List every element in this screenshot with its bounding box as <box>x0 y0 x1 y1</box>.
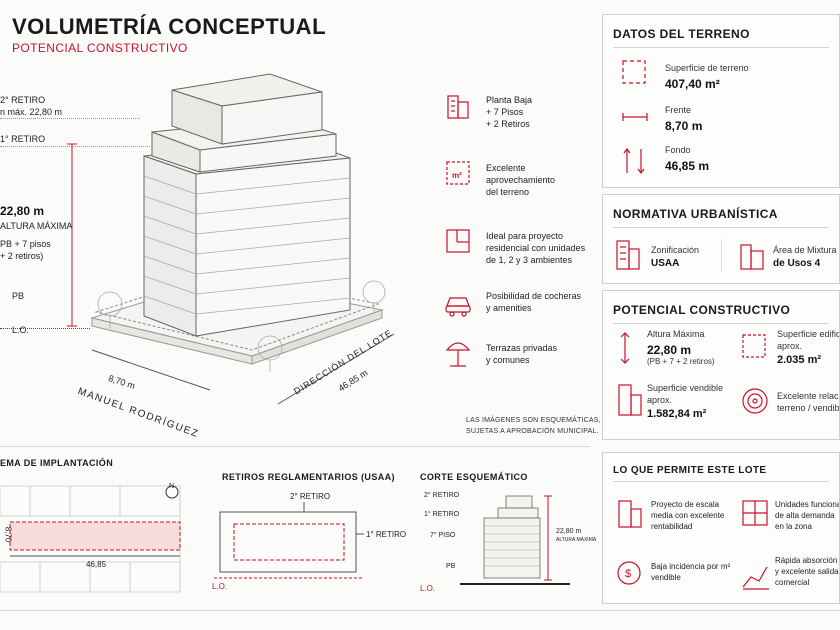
card-title: NORMATIVA URBANÍSTICA <box>613 207 778 221</box>
guide-line <box>0 146 150 147</box>
relacion-label: terreno / vendible <box>777 403 840 413</box>
sup-edificable-value: 2.035 m² <box>777 354 822 366</box>
mixtura-value: de Usos 4 <box>773 258 821 269</box>
lo-line <box>0 328 90 329</box>
height-note: PB + 7 pisos <box>0 239 51 249</box>
north-indicator: N <box>169 483 175 490</box>
corte-title: CORTE ESQUEMÁTICO <box>420 472 528 482</box>
terreno-label: Fondo <box>665 145 691 155</box>
permite-icons: $ <box>617 500 769 590</box>
zonificacion-value: USAA <box>651 258 680 269</box>
altura-note: (PB + 7 + 2 retiros) <box>647 357 715 366</box>
normativa-card: NORMATIVA URBANÍSTICA Zonificación USAA … <box>602 194 840 284</box>
corte-label: PB <box>446 563 456 570</box>
guide-line <box>0 118 140 119</box>
label-retiro2: 2° RETIRO <box>0 95 46 105</box>
section-divider <box>0 446 590 447</box>
svg-text:$: $ <box>625 568 631 580</box>
terreno-label: Frente <box>665 105 692 115</box>
sup-edificable-label: aprox. <box>777 341 803 351</box>
normativa-icons <box>616 240 764 270</box>
building-volume <box>90 73 395 405</box>
corte-height-caption: ALTURA MÁXIMA <box>556 537 597 543</box>
potencial-icons <box>618 332 768 416</box>
mixtura-label: Área de Mixtura <box>773 245 837 255</box>
implantacion-width: 8,70 <box>3 526 13 543</box>
terreno-icons <box>622 60 648 174</box>
sup-vendible-value: 1.582,84 m² <box>647 408 707 420</box>
height-note: + 2 retiros) <box>0 251 44 261</box>
label-lo: L.O. <box>12 325 30 335</box>
potencial-card: POTENCIAL CONSTRUCTIVO Altura Máxima 22,… <box>602 290 840 440</box>
terreno-value: 8,70 m <box>665 119 703 133</box>
sup-edificable-label: Superficie edifica <box>777 329 840 339</box>
retiros-diagram <box>214 502 364 579</box>
altura-value: 22,80 m <box>647 343 692 357</box>
terreno-card: DATOS DEL TERRENO Superficie de terreno … <box>602 14 840 188</box>
footer-divider <box>0 610 840 611</box>
card-title: DATOS DEL TERRENO <box>613 27 750 41</box>
sup-vendible-label: Superficie vendible <box>647 383 724 393</box>
terreno-value: 46,85 m <box>665 159 710 173</box>
corte-lo: L.O. <box>420 584 436 593</box>
terreno-value: 407,40 m² <box>665 77 720 91</box>
height-value: 22,80 m <box>0 204 45 218</box>
altura-label: Altura Máxima <box>647 329 705 339</box>
height-caption: ALTURA MÁXIMA <box>0 221 73 231</box>
label-retiro1: 1° RETIRO <box>0 134 46 144</box>
corte-diagram <box>460 495 570 585</box>
card-title: POTENCIAL CONSTRUCTIVO <box>613 303 791 317</box>
corte-label: 2° RETIRO <box>424 492 460 499</box>
retiros-lo: L.O. <box>212 582 228 591</box>
zonificacion-label: Zonificación <box>651 245 700 255</box>
retiros-label: 2° RETIRO <box>290 492 331 501</box>
feature-item: Planta Baja+ 7 Pisos+ 2 Retiros <box>486 95 533 129</box>
page-subtitle: POTENCIAL CONSTRUCTIVO <box>12 41 188 55</box>
relacion-label: Excelente relació <box>777 391 840 401</box>
sup-vendible-label: aprox. <box>647 395 673 405</box>
label-pb: PB <box>12 291 25 301</box>
feature-icons: m² <box>445 95 471 367</box>
corte-height-value: 22,80 m <box>556 528 582 535</box>
retiros-label: 1° RETIRO <box>366 530 407 539</box>
page-title: VOLUMETRÍA CONCEPTUAL <box>12 14 327 39</box>
corte-label: 1° RETIRO <box>424 511 460 518</box>
implantacion-diagram <box>0 485 181 593</box>
label-altura-small: n máx. 22,80 m <box>0 107 63 117</box>
height-dimension <box>67 143 77 327</box>
svg-text:m²: m² <box>452 171 462 180</box>
implantacion-length: 46,85 <box>86 560 107 569</box>
retiros-title: RETIROS REGLAMENTARIOS (USAA) <box>222 472 395 482</box>
terreno-label: Superficie de terreno <box>665 63 749 73</box>
card-title: LO QUE PERMITE ESTE LOTE <box>613 465 767 476</box>
permite-card: LO QUE PERMITE ESTE LOTE $ Proyecto de e… <box>602 452 840 604</box>
disclaimer: LAS IMÁGENES SON ESQUEMÁTICAS,SUJETAS A … <box>466 417 601 435</box>
corte-label: 7° PISO <box>430 532 456 539</box>
implantacion-title: EMA DE IMPLANTACIÓN <box>0 458 114 468</box>
